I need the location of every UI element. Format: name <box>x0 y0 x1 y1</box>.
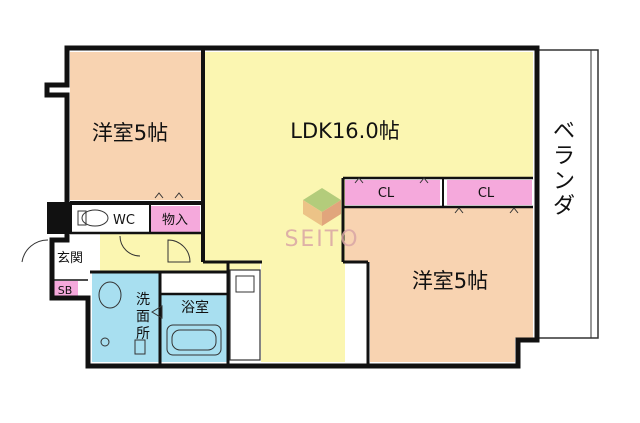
shoe-box-area <box>52 281 78 297</box>
closet-2-area <box>447 180 532 205</box>
bathtub-inner-icon <box>171 329 217 351</box>
western-room-1-area <box>70 52 201 200</box>
outer-wall <box>44 45 540 369</box>
toilet-label: WC <box>113 213 135 228</box>
sliding-door-arrow <box>151 305 163 319</box>
closet-2-label: CL <box>478 186 495 201</box>
toilet-tank-icon <box>77 210 87 226</box>
shoe-box-label: SB <box>58 284 73 297</box>
washer-icon <box>100 337 110 347</box>
western-room-1-label: 洋室5帖 <box>92 121 168 145</box>
door-swing <box>119 235 141 257</box>
watermark-logo-icon <box>303 188 341 226</box>
ldk-label: LDK16.0帖 <box>290 119 399 143</box>
bathroom-label: 浴室 <box>181 299 209 316</box>
veranda-label: ベランダ <box>553 119 575 219</box>
door-swing <box>21 239 49 263</box>
storage-area <box>151 206 200 232</box>
bathroom-area <box>161 295 229 362</box>
bathtub-icon <box>166 324 222 356</box>
closet-1-area <box>345 180 440 205</box>
storage-label: 物入 <box>162 213 188 228</box>
sliding-door-marks <box>154 177 519 214</box>
closet-1-label: CL <box>378 186 395 201</box>
washbasin-icon <box>98 281 122 309</box>
wall-block <box>47 202 72 234</box>
watermark-text: SEITO <box>284 227 359 252</box>
hallway-area <box>100 232 260 272</box>
veranda-area <box>537 49 599 339</box>
door-swing <box>167 239 191 263</box>
shelf-icon <box>134 339 146 355</box>
kitchen-counter <box>229 269 261 361</box>
western-room-2-label: 洋室5帖 <box>412 269 488 293</box>
entrance-label: 玄関 <box>57 251 83 266</box>
ldk-area <box>205 52 533 362</box>
kitchen-sink-icon <box>235 275 255 293</box>
toilet-icon <box>81 209 109 227</box>
toilet-area <box>72 206 149 232</box>
western-room-2-area <box>345 208 533 362</box>
washroom-label: 洗面所 <box>136 292 150 342</box>
washroom-area <box>92 272 160 362</box>
